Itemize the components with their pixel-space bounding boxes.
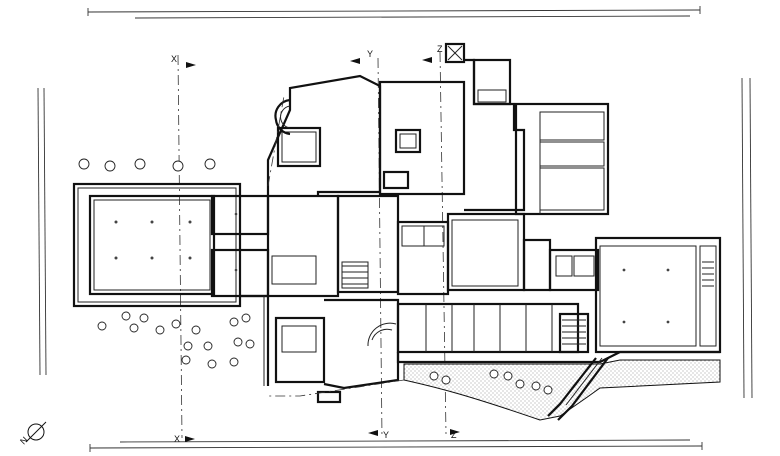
dimension-lines [37, 6, 753, 452]
section-mark-z-bottom: Z [451, 430, 457, 440]
west-wing-column-grid [114, 212, 238, 272]
west-wing [72, 182, 270, 386]
north-arrow [25, 421, 47, 443]
section-mark-y-top: Y [367, 49, 373, 59]
section-axes [177, 51, 460, 442]
section-mark-x-top: X [171, 54, 177, 64]
east-wing [594, 236, 722, 354]
north-block [378, 42, 526, 212]
section-mark-z-top: Z [437, 44, 443, 54]
section-mark-y-bottom: Y [383, 430, 389, 440]
middle-east-block [396, 212, 600, 296]
south-rooms [396, 302, 720, 364]
site-outline [266, 95, 405, 397]
section-mark-x-bottom: X [174, 434, 180, 444]
northeast-annex [514, 102, 610, 216]
north-arrow-label: N [18, 435, 30, 447]
ramp-and-terrace [403, 357, 721, 421]
trees [78, 158, 553, 395]
